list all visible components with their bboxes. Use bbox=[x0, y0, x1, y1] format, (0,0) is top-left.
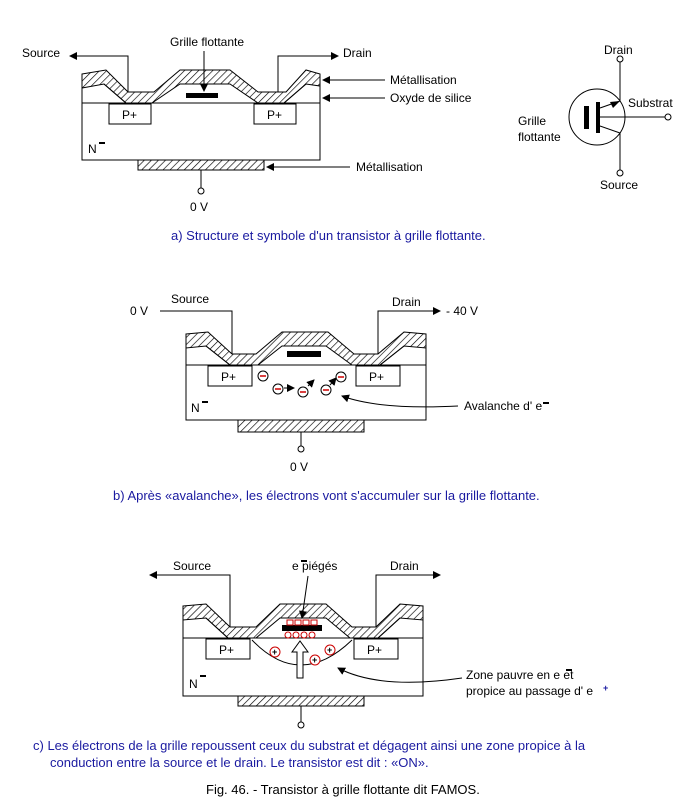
svg-text:+: + bbox=[327, 645, 332, 655]
svg-text:+: + bbox=[603, 683, 608, 693]
panel-c: P+ P+ N + + + Source Drain e piégés Zone… bbox=[33, 559, 608, 770]
substrate-label-b: N bbox=[191, 401, 200, 415]
source-lead-b bbox=[160, 310, 233, 354]
drain-lead bbox=[277, 52, 339, 92]
p-label-left-b: P+ bbox=[221, 370, 236, 384]
caption-a: a) Structure et symbole d'un transistor … bbox=[171, 228, 486, 243]
drain-lead-b bbox=[377, 307, 441, 354]
drain-voltage-b: - 40 V bbox=[446, 304, 478, 318]
ground-label: 0 V bbox=[190, 200, 208, 214]
source-label-c: Source bbox=[173, 559, 211, 573]
gate-label: Grille flottante bbox=[170, 35, 244, 49]
avalanche-label: Avalanche d' e bbox=[464, 399, 542, 413]
substrate-label: N bbox=[88, 142, 97, 156]
p-region-left bbox=[108, 103, 152, 125]
symbol-gate-label-2: flottante bbox=[518, 130, 561, 144]
floating-gate-b bbox=[287, 351, 321, 357]
caption-b: b) Après «avalanche», les électrons vont… bbox=[113, 488, 540, 503]
source-lead-c bbox=[149, 571, 231, 627]
caption-c-line2: conduction entre la source et le drain. … bbox=[50, 755, 429, 770]
famos-symbol: Drain Substrat Grille flottante Source bbox=[518, 43, 673, 192]
top-metallization bbox=[81, 69, 321, 104]
structure-c: P+ P+ N + + + bbox=[182, 603, 424, 729]
source-voltage-b: 0 V bbox=[130, 304, 148, 318]
zone-label-1: Zone pauvre en e et bbox=[466, 668, 574, 682]
structure-b: P+ P+ N bbox=[185, 331, 427, 453]
metal-top-label: Métallisation bbox=[390, 73, 457, 87]
panel-a: P+ P+ N Source Drain Grille flottante Mé… bbox=[22, 35, 673, 243]
trapped-label: e piégés bbox=[292, 559, 337, 573]
svg-text:+: + bbox=[272, 647, 277, 657]
p-label-right-b: P+ bbox=[369, 370, 384, 384]
zone-label-2: propice au passage d' e bbox=[466, 684, 593, 698]
bottom-metallization bbox=[137, 159, 265, 171]
trapped-electrons bbox=[284, 619, 318, 639]
source-label: Source bbox=[22, 46, 60, 60]
source-lead bbox=[69, 52, 129, 92]
symbol-substrat-label: Substrat bbox=[628, 96, 673, 110]
symbol-gate-label-1: Grille bbox=[518, 114, 546, 128]
ground-terminal bbox=[197, 187, 205, 195]
electrons-b bbox=[257, 370, 347, 398]
substrate-label-c: N bbox=[189, 677, 198, 691]
metal-bottom-label: Métallisation bbox=[356, 160, 423, 174]
conduction-arrow bbox=[291, 640, 309, 679]
p-label-right-c: P+ bbox=[367, 643, 382, 657]
floating-gate-c bbox=[282, 625, 322, 631]
ground-label-b: 0 V bbox=[290, 460, 308, 474]
p-label-right: P+ bbox=[267, 108, 282, 122]
symbol-drain-label: Drain bbox=[604, 43, 633, 57]
drain-label-b: Drain bbox=[392, 295, 421, 309]
oxide-label: Oxyde de silice bbox=[390, 91, 472, 105]
figure-caption: Fig. 46. - Transistor à grille flottante… bbox=[206, 782, 480, 797]
drain-lead-c bbox=[375, 571, 441, 627]
caption-c-line1: c) Les électrons de la grille repoussent… bbox=[33, 738, 586, 753]
svg-text:+: + bbox=[312, 655, 317, 665]
drain-label-c: Drain bbox=[390, 559, 419, 573]
panel-b: P+ P+ N 0 V Source Drain - 40 bbox=[113, 292, 549, 503]
structure-a: P+ P+ N bbox=[81, 69, 321, 195]
symbol-source-label: Source bbox=[600, 178, 638, 192]
source-label-b: Source bbox=[171, 292, 209, 306]
p-region-right bbox=[253, 103, 297, 125]
p-label-left: P+ bbox=[122, 108, 137, 122]
floating-gate bbox=[186, 93, 218, 98]
p-label-left-c: P+ bbox=[219, 643, 234, 657]
drain-label: Drain bbox=[343, 46, 372, 60]
